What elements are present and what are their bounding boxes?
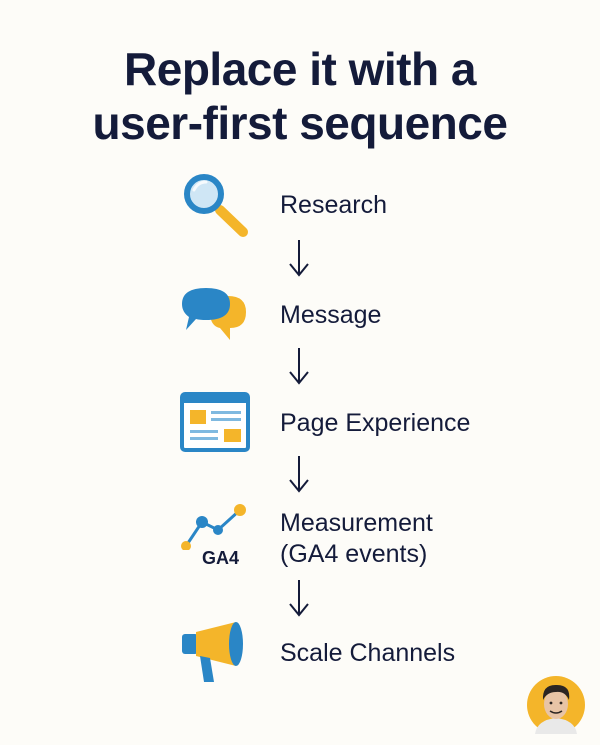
down-arrow-icon [287,578,311,618]
down-arrow-icon [287,454,311,494]
step-scale-channels: Scale Channels [180,620,580,690]
chat-bubbles-icon [180,282,252,352]
webpage-layout-icon [180,390,252,460]
step-page-experience: Page Experience [180,390,580,460]
down-arrow-icon [287,238,311,278]
step-research: Research [180,172,580,242]
title-line-1: Replace it with a [124,43,476,95]
step-label-line-1: Measurement [280,509,433,537]
step-label: Research [280,191,387,219]
step-label: Scale Channels [280,639,456,667]
step-label: Message [280,301,382,329]
avatar [527,676,585,734]
step-measurement: GA4 Measurement (GA4 events) [180,502,580,572]
step-label-line-2: (GA4 events) [280,540,428,568]
down-arrow-icon [287,346,311,386]
step-message: Message [180,282,580,352]
analytics-line-icon: GA4 [180,502,252,572]
megaphone-icon [180,620,252,690]
magnifier-icon [180,172,252,242]
step-label: Measurement (GA4 events) [280,508,433,570]
ga4-icon-text: GA4 [202,548,240,568]
step-label: Page Experience [280,409,471,437]
page-title: Replace it with a user-first sequence [0,42,600,150]
title-line-2: user-first sequence [92,97,508,149]
